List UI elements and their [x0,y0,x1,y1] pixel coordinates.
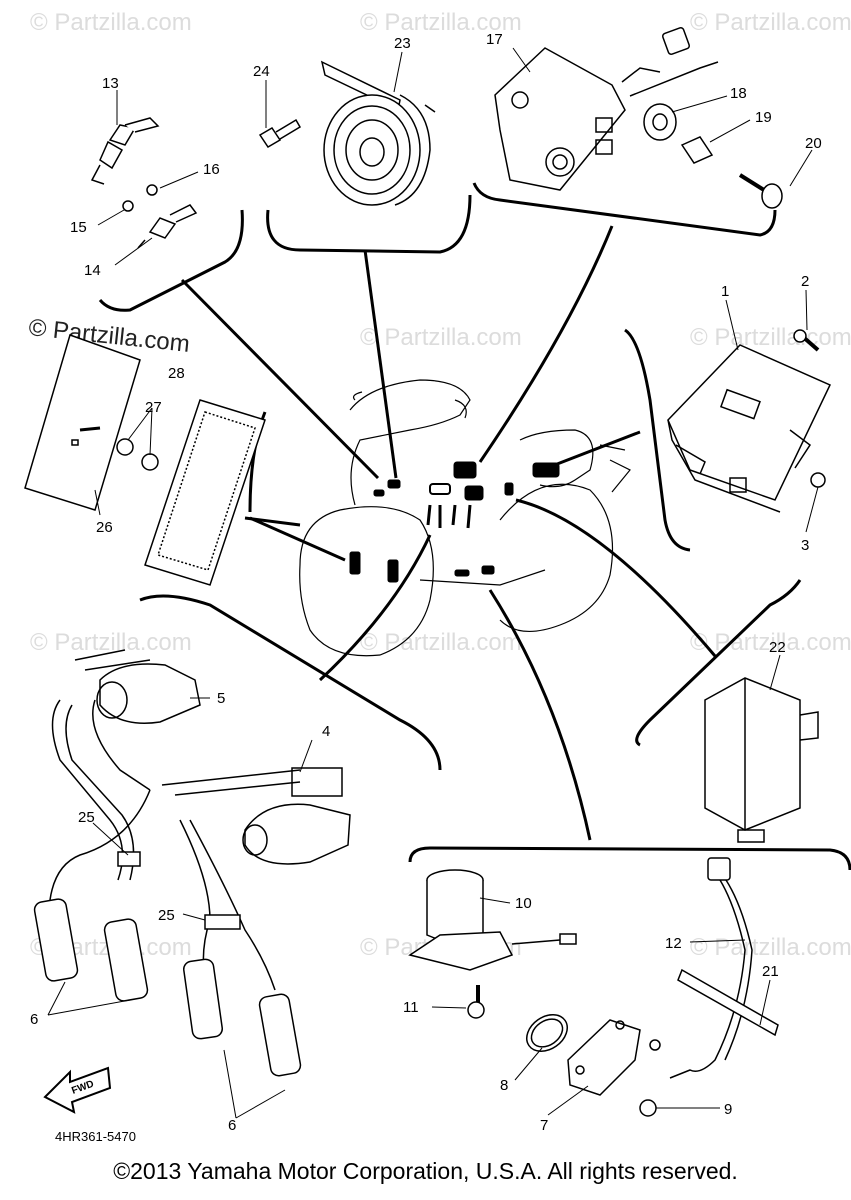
watermark: © Partzilla.com [30,9,192,36]
ignition-coil [242,767,351,865]
bolt [122,184,158,212]
callout-15: 15 [70,219,87,236]
lead-wire [49,699,301,991]
control-unit [667,344,832,513]
callout-leaders [47,47,819,1119]
callout-1: 1 [721,283,729,300]
reflector [24,334,141,511]
watermark: © Partzilla.com [360,324,522,351]
nut [810,472,826,488]
watermark: © Partzilla.com [690,934,851,961]
fuel-sender [408,869,577,971]
callout-19: 19 [755,109,772,126]
callout-11: 11 [403,999,419,1016]
callout-16: 16 [203,161,220,178]
callout-12: 12 [665,935,682,952]
callout-27: 27 [145,399,162,416]
reflector [144,399,266,586]
callout-9: 9 [724,1101,732,1118]
nut [116,438,159,471]
leader-arrows [180,225,717,841]
callout-numbers: 13 16 15 14 24 23 17 18 19 20 1 2 3 28 2… [30,31,822,1134]
lead-wire [649,857,753,1079]
callout-2: 2 [801,273,809,290]
center-connectors [349,461,560,583]
horn [320,60,436,206]
bolt [258,118,302,149]
callout-24: 24 [253,63,270,80]
watermark: © Partzilla.com [30,629,192,656]
watermark: © Partzilla.com [690,324,851,351]
collar [680,136,714,164]
callout-4: 4 [322,723,330,740]
watermark: © Partzilla.com [690,9,851,36]
callout-13: 13 [102,75,119,92]
spark-plug-cap [33,898,302,1077]
clamp [117,851,241,930]
callout-3: 3 [801,537,809,554]
watermark: © Partzilla.com [360,9,522,36]
thermo-switch [90,117,160,185]
callout-25: 25 [158,907,175,924]
cable-tie [677,968,779,1037]
callout-28: 28 [168,365,185,382]
temperature-sensor [137,204,198,249]
watermark: © Partzilla.com [360,629,522,656]
copyright-notice: ©2013 Yamaha Motor Corporation, U.S.A. A… [113,1158,738,1184]
callout-8: 8 [500,1077,508,1094]
callout-10: 10 [515,895,532,912]
group-brackets [98,182,851,871]
bolt [738,173,783,209]
diagram-code: 4HR361-5470 [55,1129,136,1144]
callout-6: 6 [30,1011,38,1028]
callout-26: 26 [96,519,113,536]
callout-22: 22 [769,639,786,656]
callout-5: 5 [217,690,225,707]
bolt [639,1099,657,1117]
o-ring [526,1014,568,1052]
callout-7: 7 [540,1117,548,1134]
bolt [793,329,820,352]
callout-20: 20 [805,135,822,152]
motorcycle-outline [299,379,631,657]
ignition-coil [74,649,201,724]
watermark: © Partzilla.com [690,629,851,656]
relay-assembly [494,26,719,191]
fwd-arrow: FWD [43,1066,112,1114]
callout-21: 21 [762,963,779,980]
callout-17: 17 [486,31,503,48]
oil-level-switch [567,1019,641,1096]
callout-18: 18 [730,85,747,102]
callout-14: 14 [84,262,101,279]
callout-23: 23 [394,35,411,52]
callout-25: 25 [78,809,95,826]
damper [643,103,677,141]
callout-6: 6 [228,1117,236,1134]
bolt [467,985,485,1019]
flasher-relay [704,677,819,843]
